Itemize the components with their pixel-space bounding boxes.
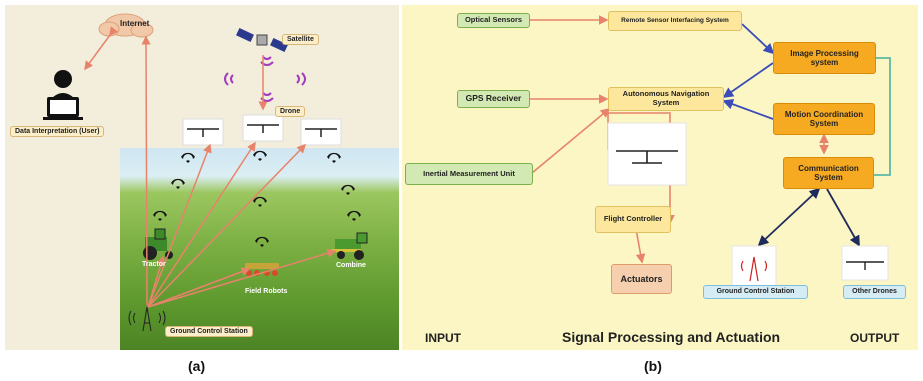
gps-receiver-node: GPS Receiver: [457, 90, 530, 108]
input-label: INPUT: [425, 331, 461, 345]
drone-icon: [616, 150, 678, 164]
signal-waves-icon: [224, 56, 306, 102]
caption-a: (a): [188, 358, 206, 374]
user-laptop-icon: [43, 70, 83, 120]
satellite-label: Satellite: [282, 34, 319, 45]
image-processing-node: Image Processing system: [773, 42, 876, 74]
communication-node: Communication System: [783, 157, 874, 189]
combine-label: Combine: [336, 262, 366, 269]
optical-sensors-node: Optical Sensors: [457, 13, 530, 28]
ground-control-station-node: Ground Control Station: [703, 285, 808, 299]
tractor-label: Tractor: [142, 261, 166, 268]
panel-b-block-diagram: Optical Sensors GPS Receiver Inertial Me…: [402, 5, 918, 350]
satellite-icon: [236, 27, 288, 53]
flight-controller-node: Flight Controller: [595, 206, 671, 233]
panel-b-connectors: [530, 15, 891, 287]
signal-processing-label: Signal Processing and Actuation: [562, 329, 781, 345]
tower-photo: [731, 245, 777, 287]
antenna-tower-icon: [128, 306, 166, 332]
motion-coordination-node: Motion Coordination System: [773, 103, 875, 135]
combine-icon: [331, 232, 368, 260]
drone-icon: [846, 261, 884, 270]
autonomous-navigation-node: Autonomous Navigation System: [608, 87, 724, 111]
internet-label: Internet: [120, 19, 150, 28]
ground-control-station-label: Ground Control Station: [165, 326, 253, 337]
field-robots-label: Field Robots: [245, 288, 288, 295]
drone-icons: [182, 114, 342, 146]
panel-a-agriculture-scene: Internet Satellite Drone Data Interpreta…: [5, 5, 399, 350]
data-interpretation-label: Data Interpretation (User): [10, 126, 105, 137]
antenna-tower-icon: [740, 256, 768, 282]
caption-b: (b): [644, 358, 662, 374]
drone-label: Drone: [275, 106, 306, 117]
panel-a-graphics: [43, 13, 368, 332]
other-drones-node: Other Drones: [843, 285, 906, 299]
imu-node: Inertial Measurement Unit: [405, 163, 533, 185]
remote-sensor-node: Remote Sensor Interfacing System: [608, 11, 742, 31]
output-label: OUTPUT: [850, 331, 900, 345]
wifi-icons: [153, 150, 361, 247]
panel-a-arrows: [84, 26, 337, 308]
actuators-node: Actuators: [611, 264, 672, 294]
